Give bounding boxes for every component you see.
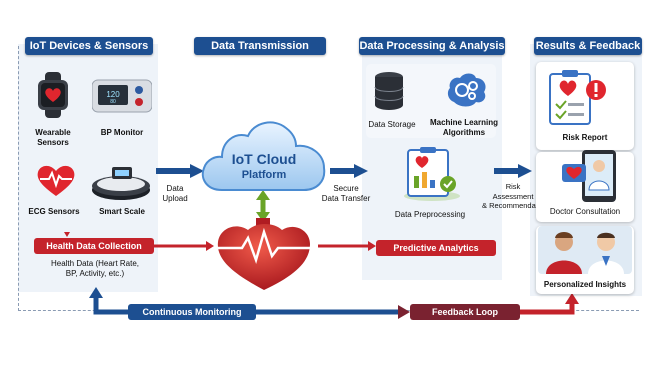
insights-label: Personalized Insights — [543, 280, 627, 289]
results-arrowhead — [518, 164, 532, 178]
header-results: Results & Feedback — [534, 37, 642, 55]
sync-arrowhead-down — [256, 212, 270, 222]
ecg-label: ECG Sensors — [28, 207, 80, 216]
risk-report-label: Risk Report — [562, 133, 608, 142]
bp-label: BP Monitor — [100, 128, 144, 137]
header-transmission: Data Transmission — [194, 37, 326, 55]
cloud-icon: IoT Cloud Platform — [201, 121, 326, 191]
header-devices: IoT Devices & Sensors — [25, 37, 153, 55]
svg-text:80: 80 — [110, 99, 116, 105]
collection-marker — [64, 232, 70, 237]
secure-arrowhead — [354, 164, 368, 178]
monitoring-up-line — [93, 294, 128, 315]
sync-arrowhead-up — [256, 190, 270, 200]
heart-icon — [217, 218, 310, 290]
health-data-collection-pill: Health Data Collection — [34, 238, 154, 254]
predictive-arrowhead — [368, 241, 376, 251]
doctor-label: Doctor Consultation — [549, 207, 621, 216]
ecg-heart-icon — [37, 165, 75, 196]
health-data-label: Health Data (Heart Rate,BP, Activity, et… — [50, 259, 140, 278]
feedback-loop-pill: Feedback Loop — [410, 304, 520, 320]
doctor-tablet-icon — [562, 150, 616, 202]
bp-monitor-icon: 120 80 — [92, 79, 152, 113]
preprocessing-label: Data Preprocessing — [394, 210, 466, 219]
patient-doctor-icon — [538, 226, 632, 274]
scale-label: Smart Scale — [99, 207, 145, 216]
brain-gears-icon — [447, 73, 486, 107]
predictive-analytics-pill: Predictive Analytics — [376, 240, 496, 256]
risk-report-icon — [549, 70, 606, 125]
smartwatch-icon — [38, 72, 68, 118]
feedback-line — [520, 300, 575, 315]
database-icon — [374, 72, 404, 110]
clipboard-chart-icon — [404, 147, 460, 201]
upload-arrowhead — [190, 164, 204, 178]
continuous-monitoring-pill: Continuous Monitoring — [128, 304, 256, 320]
cloud-title: IoT Cloud — [232, 151, 297, 167]
feedback-arrowhead — [565, 293, 579, 304]
storage-label: Data Storage — [368, 120, 416, 129]
header-processing: Data Processing & Analysis — [359, 37, 505, 55]
svg-text:120: 120 — [106, 90, 120, 99]
cloud-subtitle: Platform — [242, 169, 287, 181]
smart-scale-icon — [92, 167, 150, 200]
loop-arrowhead — [398, 305, 410, 319]
monitoring-up-arrowhead — [89, 287, 103, 298]
collection-arrowhead — [206, 241, 214, 251]
